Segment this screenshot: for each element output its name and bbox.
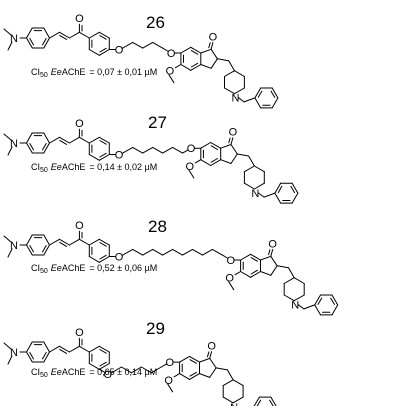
amine-nitrogen: N <box>10 138 18 150</box>
piperidine-nitrogen: N <box>230 402 238 406</box>
amine-nitrogen: N <box>10 347 18 359</box>
ether-oxygen: O <box>115 252 124 264</box>
ketone-oxygen: O <box>207 341 216 353</box>
ether-oxygen: O <box>115 150 124 162</box>
ketone-oxygen: O <box>268 239 277 251</box>
piperidine-nitrogen: N <box>291 300 299 312</box>
ether-oxygen: O <box>187 143 196 155</box>
compound-number-26: 26 <box>146 13 165 32</box>
compound-number-28: 28 <box>148 217 167 236</box>
methoxy-oxygen: O <box>166 66 175 78</box>
ketone-oxygen: O <box>209 32 218 44</box>
methoxy-oxygen: O <box>164 375 173 387</box>
carbonyl-oxygen: O <box>75 118 84 130</box>
methoxy-oxygen: O <box>186 161 195 173</box>
ether-oxygen: O <box>166 357 175 369</box>
ether-oxygen: O <box>104 369 113 381</box>
carbonyl-oxygen: O <box>75 327 84 339</box>
ether-oxygen: O <box>115 45 124 57</box>
ketone-oxygen: O <box>229 127 238 139</box>
ether-oxygen: O <box>167 48 176 60</box>
compound-number-29: 29 <box>146 319 165 338</box>
piperidine-nitrogen: N <box>251 188 259 200</box>
piperidine-nitrogen: N <box>232 93 240 105</box>
ether-oxygen: O <box>227 255 236 267</box>
compound-number-27: 27 <box>148 113 167 132</box>
methoxy-oxygen: O <box>225 273 234 285</box>
carbonyl-oxygen: O <box>75 13 84 25</box>
amine-nitrogen: N <box>10 240 18 252</box>
carbonyl-oxygen: O <box>75 220 84 232</box>
amine-nitrogen: N <box>10 33 18 45</box>
